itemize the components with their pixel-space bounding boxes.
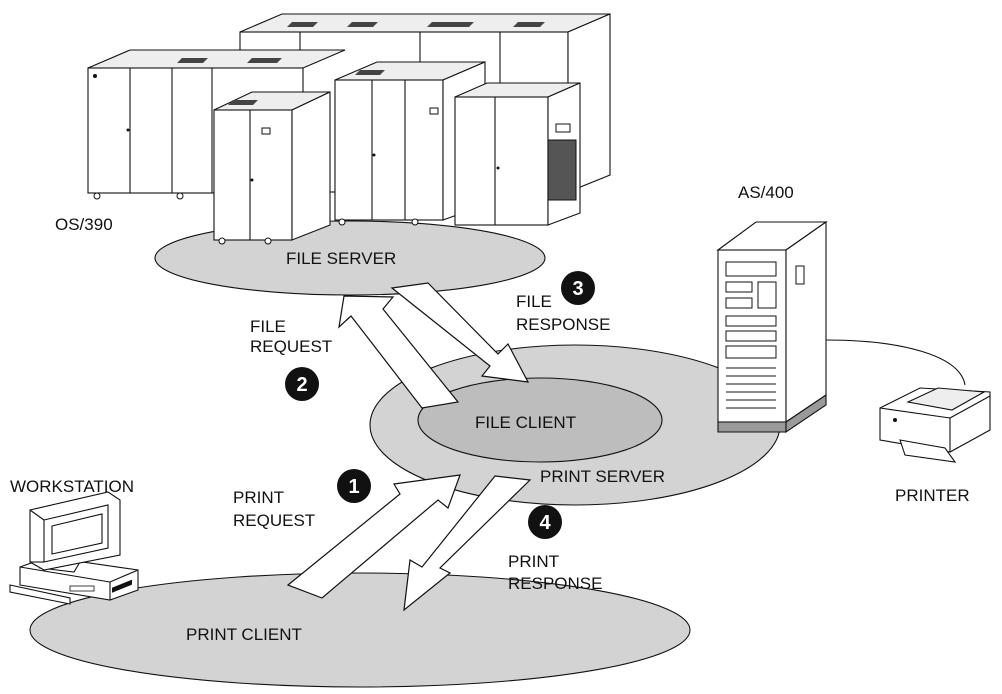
as400-label: AS/400 [738, 183, 794, 202]
svg-text:3: 3 [572, 278, 583, 300]
print-request-arrow [286, 474, 461, 599]
printer-icon [879, 387, 991, 463]
printer-cable [825, 339, 966, 386]
step-marker-4: 4 [528, 505, 562, 539]
file-response-label-line1: FILE [516, 292, 552, 311]
file-response-label-line2: RESPONSE [516, 315, 610, 334]
step-marker-2: 2 [285, 367, 319, 401]
step-marker-3: 3 [561, 271, 595, 305]
workstation-icon [9, 491, 139, 605]
print-response-label-line2: RESPONSE [508, 574, 602, 593]
print-request-label-line2: REQUEST [233, 511, 315, 530]
step-marker-1: 1 [337, 469, 371, 503]
workstation-label: WORKSTATION [10, 477, 134, 496]
printer-label: PRINTER [895, 486, 970, 505]
svg-text:2: 2 [296, 374, 307, 396]
print-response-arrow [403, 475, 532, 612]
print-client-label: PRINT CLIENT [186, 625, 302, 644]
file-response-arrow [390, 282, 530, 383]
as400-server-icon [716, 220, 828, 434]
file-request-label-line1: FILE [250, 317, 286, 336]
file-client-label: FILE CLIENT [475, 413, 576, 432]
print-client-ellipse [29, 572, 691, 688]
os390-mainframe-icon [87, 13, 611, 245]
os390-label: OS/390 [55, 215, 113, 234]
print-response-label-line1: PRINT [508, 552, 559, 571]
file-server-label: FILE SERVER [286, 249, 396, 268]
print-server-label: PRINT SERVER [540, 467, 665, 486]
file-request-arrow [338, 295, 460, 409]
file-client-ellipse [417, 377, 663, 463]
file-request-label-line2: REQUEST [250, 337, 332, 356]
svg-text:4: 4 [539, 512, 551, 534]
svg-text:1: 1 [348, 476, 359, 498]
print-request-label-line1: PRINT [233, 488, 284, 507]
